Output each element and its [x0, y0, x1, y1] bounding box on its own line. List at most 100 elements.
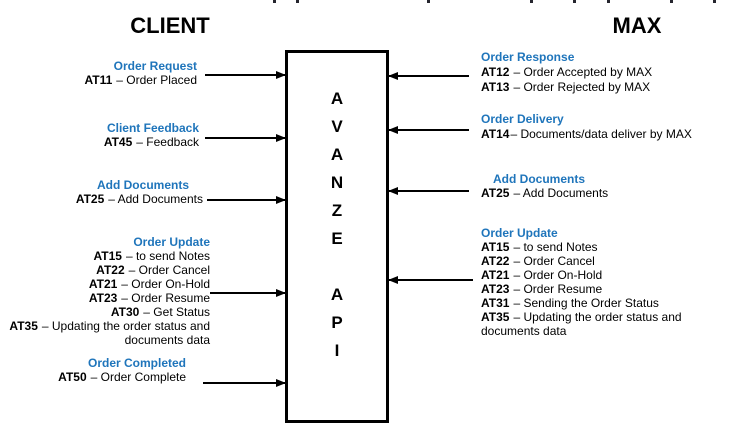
letter: N [330, 173, 344, 192]
at-code: AT30 [110, 305, 140, 319]
at-code: AT25 [481, 186, 510, 200]
letter: A [330, 89, 344, 108]
at-code: AT25 [75, 192, 105, 206]
group-title: Order Update [133, 235, 210, 249]
arrow-max-order-update [388, 276, 473, 284]
cropped-text-artifact [273, 0, 276, 3]
letter: E [331, 229, 343, 248]
group-title: Order Request [113, 59, 197, 73]
group-title: Add Documents [96, 178, 189, 192]
cropped-text-artifact [607, 0, 610, 3]
item-desc: – Order Resume [513, 282, 603, 296]
group-item: AT14– Documents/data deliver by MAX [481, 127, 692, 142]
letter: A [330, 145, 344, 164]
at-code: AT15 [481, 240, 510, 254]
cropped-text-artifact [573, 0, 576, 3]
group-item: AT21– Order On-Hold [481, 268, 713, 282]
at-code: AT21 [88, 277, 118, 291]
cropped-text-artifact [713, 0, 716, 3]
cropped-text-artifact [427, 0, 430, 3]
item-desc: – Order Cancel [513, 254, 595, 268]
client-group-client-feedback: Client Feedback AT45– Feedback [104, 121, 199, 149]
at-code: AT45 [103, 135, 133, 149]
max-group-add-documents: Add Documents AT25– Add Documents [481, 172, 608, 200]
client-group-add-documents: Add Documents AT25– Add Documents [76, 178, 203, 206]
group-title: Order Update [481, 226, 558, 240]
max-group-order-response: Order Response AT12– Order Accepted by M… [481, 50, 652, 95]
item-desc: – Order Rejected by MAX [513, 80, 651, 94]
arrow-client-add-documents [207, 196, 286, 204]
letter: V [331, 117, 343, 136]
item-desc: – Get Status [143, 305, 210, 319]
item-desc: – Order Placed [116, 73, 197, 87]
group-item: AT35– Updating the order status and docu… [481, 310, 713, 338]
at-code: AT31 [481, 296, 510, 310]
at-code: AT22 [481, 254, 510, 268]
item-desc: – Updating the order status and document… [481, 310, 682, 338]
item-desc: – to send Notes [513, 240, 598, 254]
group-item: AT13– Order Rejected by MAX [481, 80, 652, 95]
item-desc: – Order Complete [90, 370, 186, 384]
item-desc: – Documents/data deliver by MAX [510, 127, 692, 141]
item-desc: – Order Accepted by MAX [513, 65, 653, 79]
letter: P [331, 313, 343, 332]
arrow-order-response [388, 72, 469, 80]
group-title: Client Feedback [106, 121, 199, 135]
group-item: AT15– to send Notes [481, 240, 713, 254]
at-code: AT12 [481, 65, 510, 79]
group-item: AT11– Order Placed [84, 73, 197, 87]
letter: Z [331, 201, 343, 220]
arrow-order-delivery [388, 126, 469, 134]
cropped-text-artifact [530, 0, 533, 3]
group-item: AT31– Sending the Order Status [481, 296, 713, 310]
group-title: Order Delivery [481, 112, 564, 126]
cropped-text-artifact [296, 0, 299, 3]
client-group-order-completed: Order Completed AT50– Order Complete [58, 356, 186, 384]
at-code: AT35 [9, 319, 38, 333]
item-desc: – Order On-Hold [513, 268, 603, 282]
at-code: AT23 [481, 282, 510, 296]
client-heading: CLIENT [130, 13, 210, 38]
group-item: AT22– Order Cancel [481, 254, 713, 268]
group-title: Order Response [481, 50, 575, 64]
item-desc: – Order On-Hold [121, 277, 210, 291]
group-item: AT21– Order On-Hold [2, 277, 210, 291]
at-code: AT13 [481, 80, 510, 94]
arrow-order-request [205, 71, 286, 79]
at-code: AT14 [481, 127, 510, 141]
max-group-order-update: Order Update AT15– to send Notes AT22– O… [481, 226, 713, 338]
group-item: AT50– Order Complete [58, 370, 186, 384]
group-title: Add Documents [493, 172, 586, 186]
group-title: Order Completed [87, 356, 186, 370]
letter: I [334, 341, 340, 360]
item-desc: – Sending the Order Status [513, 296, 659, 310]
avanze-api-box: A V A N Z E A P I [285, 50, 389, 423]
client-group-order-update: Order Update AT15– to send Notes AT22– O… [2, 235, 210, 347]
at-code: AT22 [96, 263, 125, 277]
item-desc: – Feedback [136, 135, 199, 149]
item-desc: – Add Documents [513, 186, 609, 200]
arrow-max-add-documents [388, 187, 469, 195]
group-item: AT23– Order Resume [481, 282, 713, 296]
at-code: AT15 [93, 249, 122, 263]
item-desc: – to send Notes [125, 249, 210, 263]
at-code: AT21 [481, 268, 510, 282]
max-heading: MAX [612, 13, 662, 38]
at-code: AT35 [481, 310, 510, 324]
group-item: AT15– to send Notes [2, 249, 210, 263]
group-item: AT22– Order Cancel [2, 263, 210, 277]
group-item: AT45– Feedback [104, 135, 199, 149]
item-desc: – Order Cancel [128, 263, 210, 277]
item-desc: – Updating the order status and document… [41, 319, 210, 347]
group-item: AT12– Order Accepted by MAX [481, 65, 652, 80]
group-item: AT30– Get Status [2, 305, 210, 319]
client-group-order-request: Order Request AT11– Order Placed [84, 59, 197, 87]
avanze-label: A V A N Z E [288, 85, 386, 253]
arrow-order-completed [203, 379, 286, 387]
group-item: AT25– Add Documents [481, 186, 608, 200]
item-desc: – Add Documents [108, 192, 203, 206]
arrow-client-feedback [205, 134, 286, 142]
cropped-text-artifact [670, 0, 673, 3]
at-code: AT11 [84, 73, 113, 87]
